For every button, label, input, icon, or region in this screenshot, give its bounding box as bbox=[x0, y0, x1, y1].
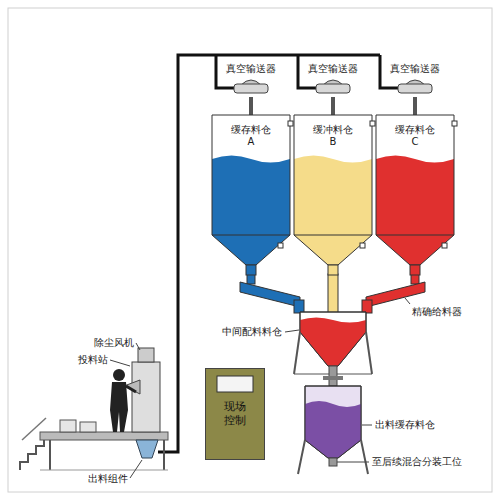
precision-feeders bbox=[240, 274, 425, 313]
output-buffer-bin bbox=[298, 366, 368, 474]
part-label: 除尘风机 bbox=[94, 337, 134, 349]
part-label: 至后续混合分装工位 bbox=[372, 456, 462, 468]
conveyor-label: 真空输送器 bbox=[304, 63, 362, 75]
conveyor-stem bbox=[331, 97, 335, 115]
conveyor-stem bbox=[413, 97, 417, 115]
part-label: 出料组件 bbox=[88, 473, 128, 485]
leader-lines bbox=[110, 298, 410, 478]
vacuum-conveyor: 真空输送器 bbox=[222, 63, 280, 97]
vacuum-conveyor: 真空输送器 bbox=[304, 63, 362, 97]
hopper-label: 缓冲料仓 B bbox=[311, 124, 355, 148]
vacuum-pipe bbox=[158, 55, 398, 452]
conveyor-label: 真空输送器 bbox=[222, 63, 280, 75]
conveyor-stem bbox=[249, 97, 253, 115]
control-cabinet: 现场控制 bbox=[205, 368, 265, 460]
hopper-label: 缓存料仓 C bbox=[393, 124, 437, 148]
buffer-hopper: 缓冲料仓 B bbox=[294, 115, 372, 275]
buffer-hopper: 缓存料仓 C bbox=[376, 115, 454, 275]
feeding-station bbox=[20, 348, 168, 470]
conveyor-label: 真空输送器 bbox=[386, 63, 444, 75]
vacuum-conveyor: 真空输送器 bbox=[386, 63, 444, 97]
batching-bin bbox=[294, 312, 372, 374]
part-label: 出料缓存料仓 bbox=[375, 419, 435, 431]
part-label: 投料站 bbox=[78, 354, 108, 366]
hopper-label: 缓存料仓 A bbox=[229, 124, 273, 148]
cabinet-label: 现场控制 bbox=[222, 400, 247, 428]
part-label: 精确给料器 bbox=[412, 306, 462, 318]
part-label: 中间配料料仓 bbox=[222, 326, 282, 338]
buffer-hopper: 缓存料仓 A bbox=[212, 115, 290, 275]
